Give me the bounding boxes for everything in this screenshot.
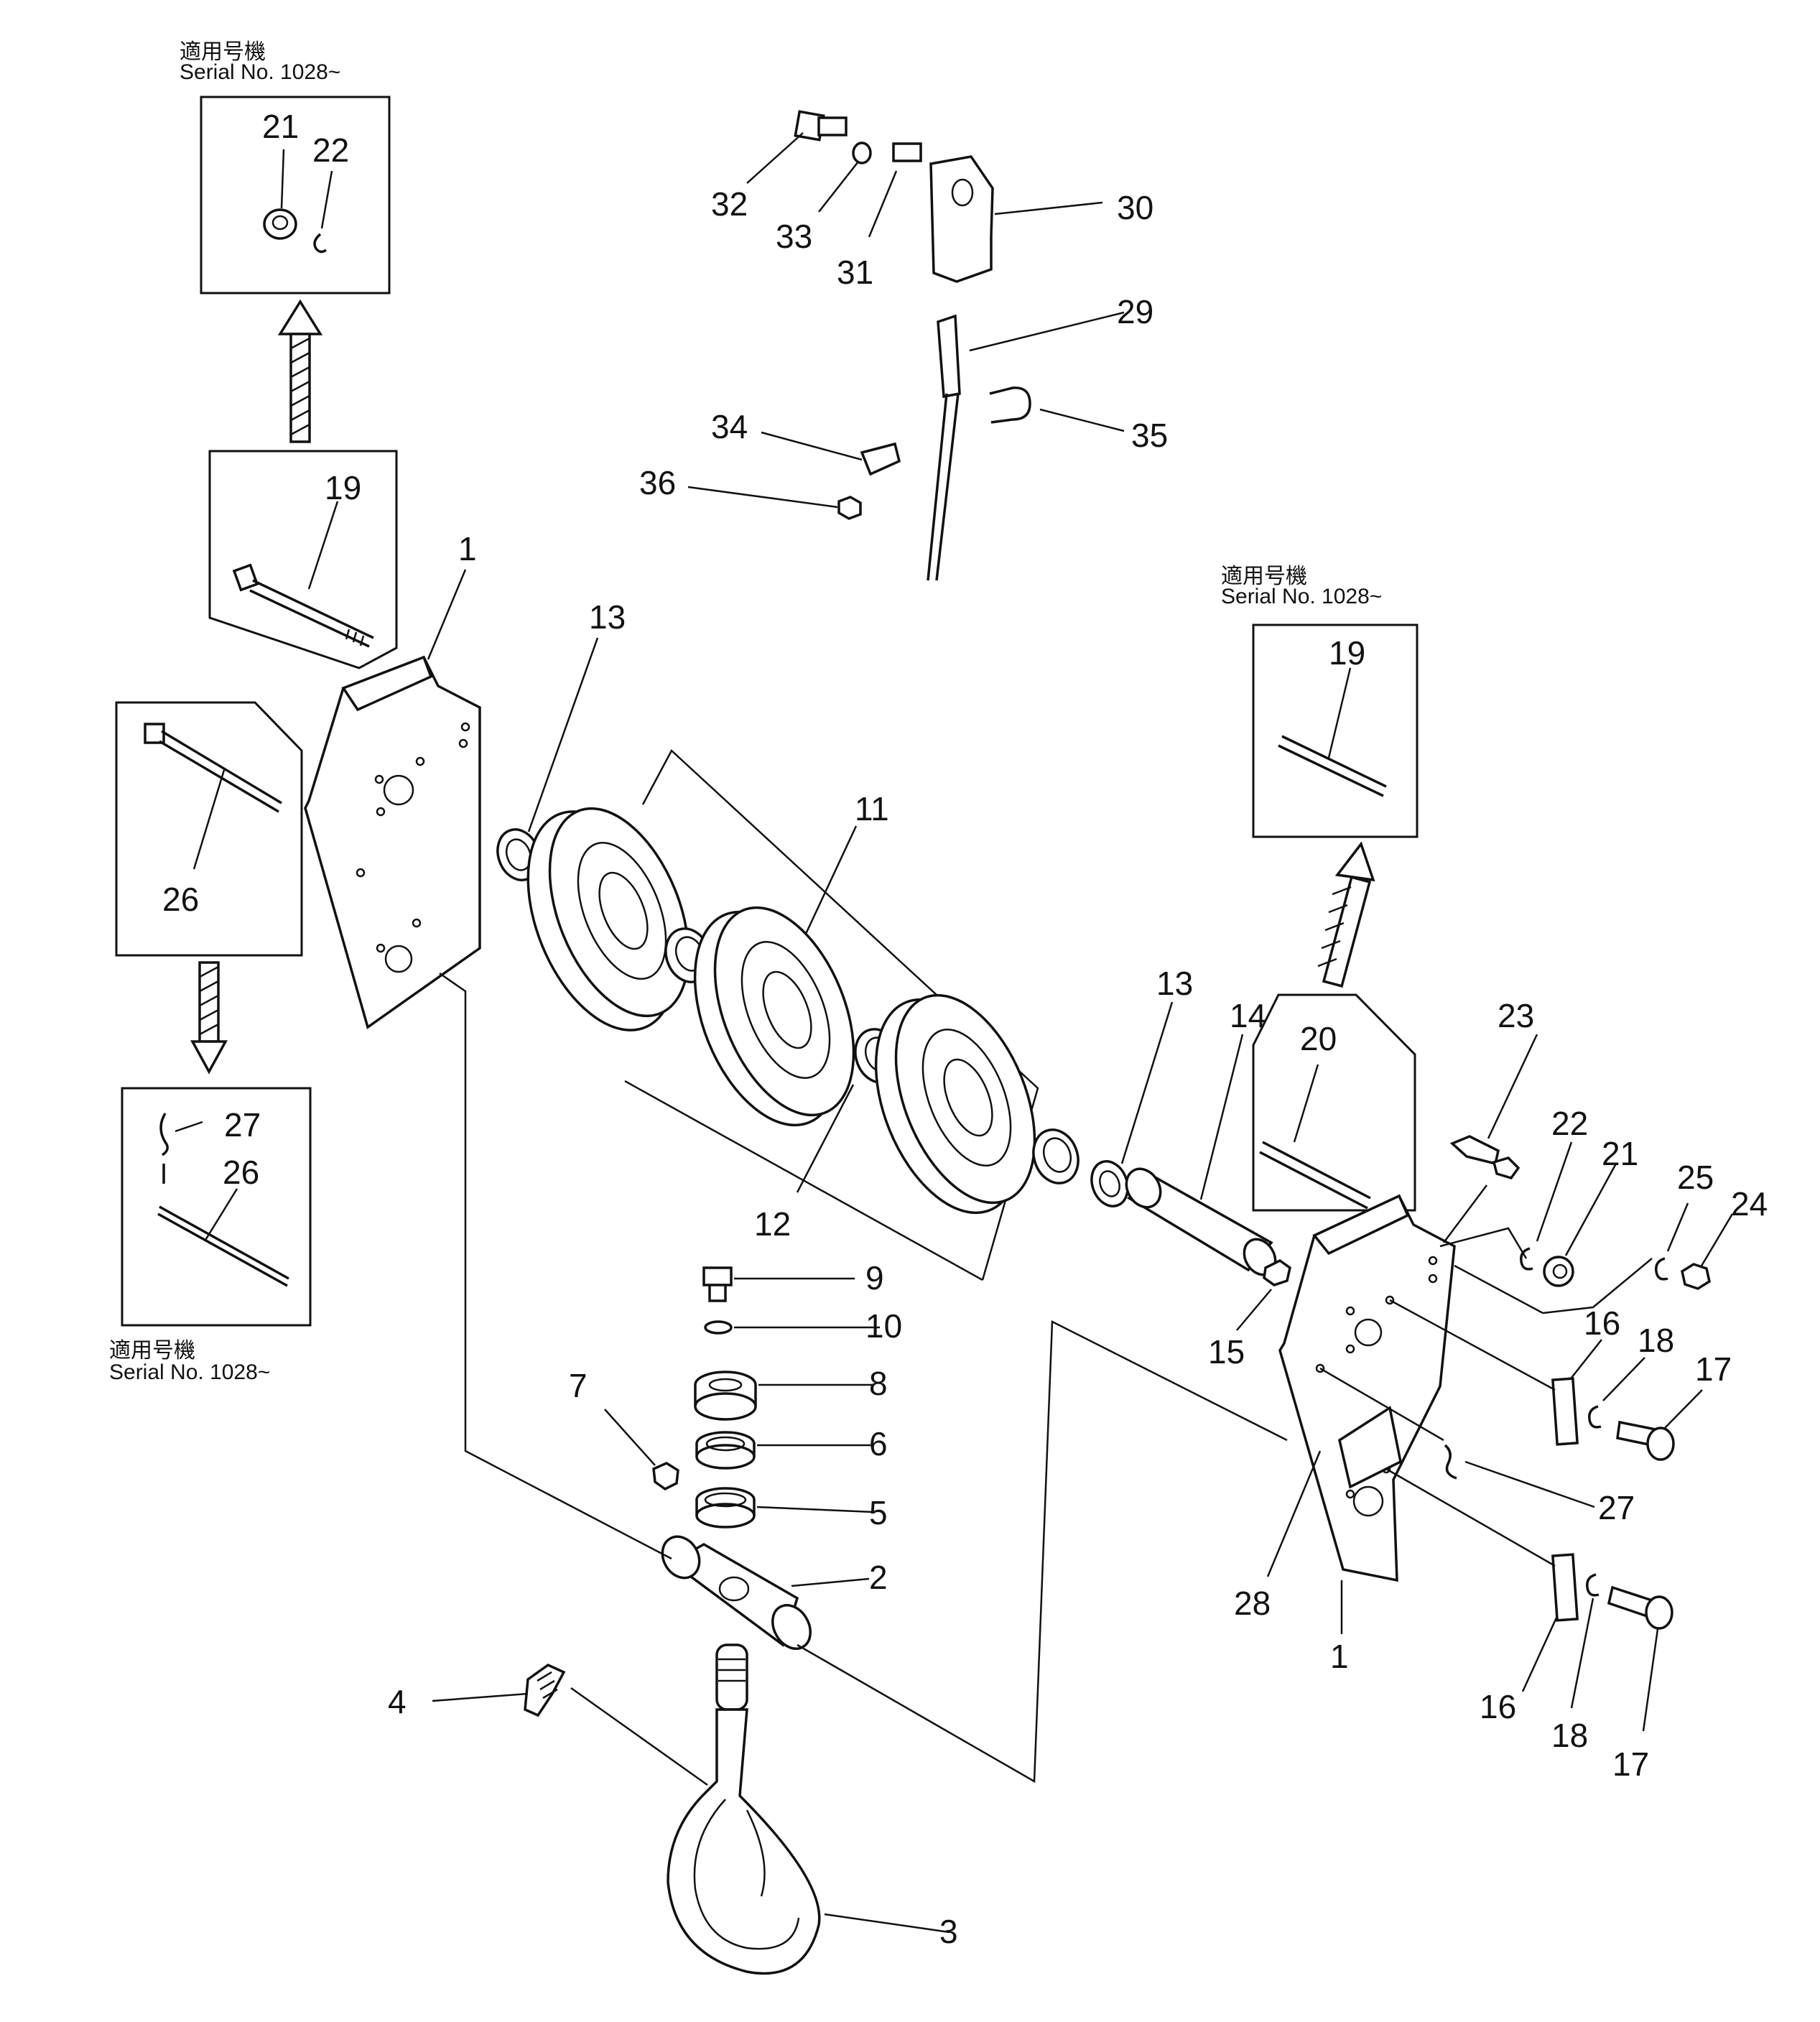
label-12: 12 [754, 1205, 791, 1243]
label-29: 29 [1117, 293, 1153, 330]
label-2: 2 [869, 1559, 888, 1596]
hook: 3 4 [388, 1643, 958, 1975]
label-22-b: 22 [1551, 1105, 1588, 1142]
connector-lines [439, 972, 1288, 1784]
inset-26: 26 [115, 701, 303, 957]
label-5: 5 [869, 1494, 888, 1531]
label-19-b: 19 [1329, 634, 1365, 672]
inset-20: 20 [1252, 993, 1416, 1212]
label-22-a: 22 [312, 131, 349, 169]
label-16-a: 16 [1584, 1304, 1620, 1342]
label-6: 6 [869, 1425, 888, 1462]
serial-note-jp-3: 適用号機 [109, 1339, 195, 1363]
label-1-a: 1 [458, 530, 477, 567]
label-10: 10 [865, 1307, 902, 1345]
inset-19-left: 19 [208, 450, 398, 669]
label-28: 28 [1234, 1585, 1271, 1622]
label-19-a: 19 [325, 469, 361, 506]
label-7: 7 [569, 1367, 588, 1404]
label-13-a: 13 [589, 598, 626, 636]
label-21-b: 21 [1602, 1135, 1638, 1172]
label-25: 25 [1677, 1159, 1714, 1196]
serial-note-serial-1: Serial No. 1028~ [180, 60, 340, 84]
label-27-b: 27 [1598, 1489, 1635, 1526]
label-17-b: 17 [1612, 1745, 1649, 1783]
label-15: 15 [1208, 1333, 1245, 1371]
swivel-parts: 9 10 8 6 5 7 [569, 1259, 902, 1650]
label-9: 9 [865, 1259, 884, 1297]
right-hardware: 23 22 21 25 24 16 18 17 [1319, 997, 1768, 1783]
label-17-a: 17 [1695, 1350, 1732, 1388]
inset-box-27-26 [121, 1087, 312, 1327]
label-1-b: 1 [1330, 1638, 1349, 1675]
shaft-14: 14 15 [1125, 997, 1291, 1371]
serial-note-jp-1: 適用号機 [180, 40, 266, 64]
serial-note-serial-2: Serial No. 1028~ [1221, 585, 1382, 608]
label-4: 4 [388, 1683, 407, 1720]
label-8: 8 [869, 1365, 888, 1402]
label-35: 35 [1131, 417, 1168, 454]
label-20: 20 [1300, 1020, 1337, 1057]
label-33: 33 [776, 218, 812, 255]
label-3: 3 [939, 1913, 958, 1950]
label-18-a: 18 [1638, 1322, 1674, 1359]
label-23: 23 [1498, 997, 1534, 1034]
label-16-b: 16 [1480, 1688, 1516, 1725]
serial-note-jp-2: 適用号機 [1221, 565, 1307, 588]
top-parts: 32 33 31 30 29 35 34 36 [639, 110, 1168, 581]
inset-27-26: 27 26 適用号機 Serial No. 1028~ [109, 1087, 312, 1384]
side-plate-left: 1 [304, 530, 481, 1029]
side-plate-right: 1 28 [1234, 1194, 1456, 1675]
label-30: 30 [1117, 189, 1153, 226]
inset-box-21-22 [200, 96, 391, 295]
label-11: 11 [855, 790, 889, 827]
label-21-a: 21 [262, 108, 299, 145]
serial-note-serial-3: Serial No. 1028~ [109, 1360, 270, 1384]
sheave-assembly: 11 13 12 13 [496, 598, 1193, 1281]
label-27-a: 27 [224, 1106, 261, 1144]
label-18-b: 18 [1551, 1717, 1588, 1754]
label-34: 34 [711, 408, 748, 445]
label-24: 24 [1731, 1185, 1768, 1223]
inset-19-right: 適用号機 Serial No. 1028~ 19 [1221, 565, 1419, 838]
label-14: 14 [1230, 997, 1266, 1034]
label-31: 31 [837, 254, 873, 291]
arrow-down-left [190, 961, 228, 1075]
label-36: 36 [639, 464, 676, 501]
arrow-up-left [277, 299, 323, 443]
label-26-a: 26 [162, 881, 199, 918]
label-26-b: 26 [223, 1154, 259, 1191]
arrow-up-right [1317, 841, 1375, 988]
inset-top-left: 適用号機 Serial No. 1028~ 21 22 [180, 40, 391, 295]
label-13-b: 13 [1156, 965, 1193, 1002]
label-32: 32 [711, 185, 748, 223]
